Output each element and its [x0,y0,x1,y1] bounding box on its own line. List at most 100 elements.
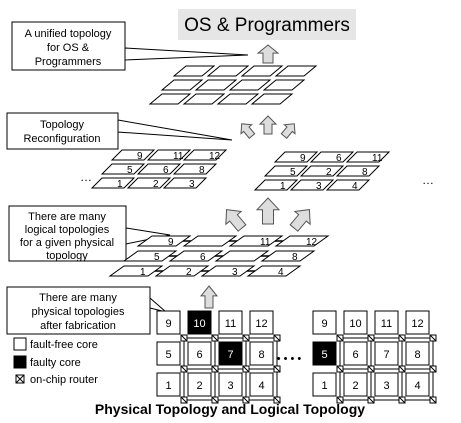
router-mark [273,396,281,404]
core-label: 6 [352,349,358,361]
legend: fault-free core faulty core on-chip rout… [13,337,98,386]
router-mark [180,334,188,342]
logical-left-label: 2 [153,179,159,190]
logical-left-tile [182,149,228,161]
callout-physical: There are many physical topologies after… [6,286,167,335]
core-label: 10 [349,318,361,330]
core-label: 2 [352,380,358,392]
logical-right-label: 5 [290,167,296,178]
logical-left-label: 6 [163,165,169,176]
router-mark [398,365,406,373]
physical-label: 4 [278,267,284,278]
router-mark [398,396,406,404]
physical-tile [108,265,164,277]
unified-tile [228,79,272,91]
physical-label: 3 [232,267,238,278]
physical-tile [168,250,224,262]
router-mark [242,365,250,373]
core-label: 5 [165,349,171,361]
grid-ellipsis: • • • • [277,353,302,365]
layer-ellipsis-right: … [422,173,434,187]
router-mark [367,396,375,404]
unified-tile [274,65,318,77]
logical-right-label: 8 [362,167,368,178]
physical-tile [136,235,192,247]
core [249,341,274,366]
core-label: 6 [196,349,202,361]
logical-right-label: 1 [280,181,286,192]
logical-right-tile [309,151,355,163]
physical-tile [228,235,284,247]
arrow-up-icon [256,44,280,64]
router-mark [180,365,188,373]
router-mark [211,365,219,373]
arrow-right-icon [289,209,311,232]
logical-right-tile [335,165,381,177]
core-label: 5 [321,349,327,361]
callout-reconfig: Topology Reconfiguration [6,112,233,150]
logical-left-tile [90,177,136,189]
callout-unified-line-2: for OS & [47,42,90,54]
core-label: 3 [383,380,389,392]
logical-left-tile [146,149,192,161]
logical-left-tile [126,177,172,189]
logical-right-label: 9 [300,153,306,164]
core [187,341,212,366]
unified-tile [262,79,306,91]
logical-left-label: 12 [209,151,221,162]
physical-tile [260,250,316,262]
core [312,372,337,397]
logical-left-label: 11 [173,151,184,162]
logical-right-tile [289,179,335,191]
core-label: 8 [258,349,264,361]
unified-topology-layer [148,65,318,105]
unified-tile [172,65,216,77]
core-label: 12 [255,318,267,330]
unified-tile [250,93,294,105]
faulty-core [218,341,243,366]
core [343,372,368,397]
faulty-core [187,310,212,335]
logical-left-label: 5 [127,165,133,176]
physical-label: 6 [200,252,206,263]
logical-left-tile [172,163,218,175]
core [374,341,399,366]
core-label: 7 [383,349,389,361]
router-mark [180,396,188,404]
core-label: 7 [227,349,233,361]
router-mark [429,365,437,373]
core-label: 9 [165,318,171,330]
router-mark [367,334,375,342]
core-label: 2 [196,380,202,392]
unified-tile [194,79,238,91]
logical-right-tile [263,165,309,177]
core [343,341,368,366]
logical-right-tile [299,165,345,177]
core [156,372,181,397]
router-mark [211,334,219,342]
legend-fault-free-swatch [13,337,27,351]
callout-logical-line-4: topology [46,250,88,262]
logical-right-label: 2 [326,167,332,178]
router-mark [211,396,219,404]
logical-left-label: 9 [137,151,143,162]
physical-label: 9 [168,237,174,248]
physical-tile [214,250,270,262]
logical-right-tile [253,179,299,191]
logical-right-label: 6 [336,153,342,164]
logical-right-label: 4 [352,181,358,192]
router-mark [367,365,375,373]
physical-label: 5 [154,252,160,263]
logical-right-label: 3 [316,181,322,192]
arrow-up-icon [199,285,219,309]
callout-unified-line-3: Programmers [35,56,102,68]
callout-physical-line-3: after fabrication [40,320,116,332]
title-text: OS & Programmers [184,15,350,36]
physical-tile [246,265,302,277]
logical-right-label: 11 [372,153,383,164]
core [187,372,212,397]
physical-tile [182,235,238,247]
physical-label: 2 [186,267,192,278]
physical-label: 8 [292,252,298,263]
